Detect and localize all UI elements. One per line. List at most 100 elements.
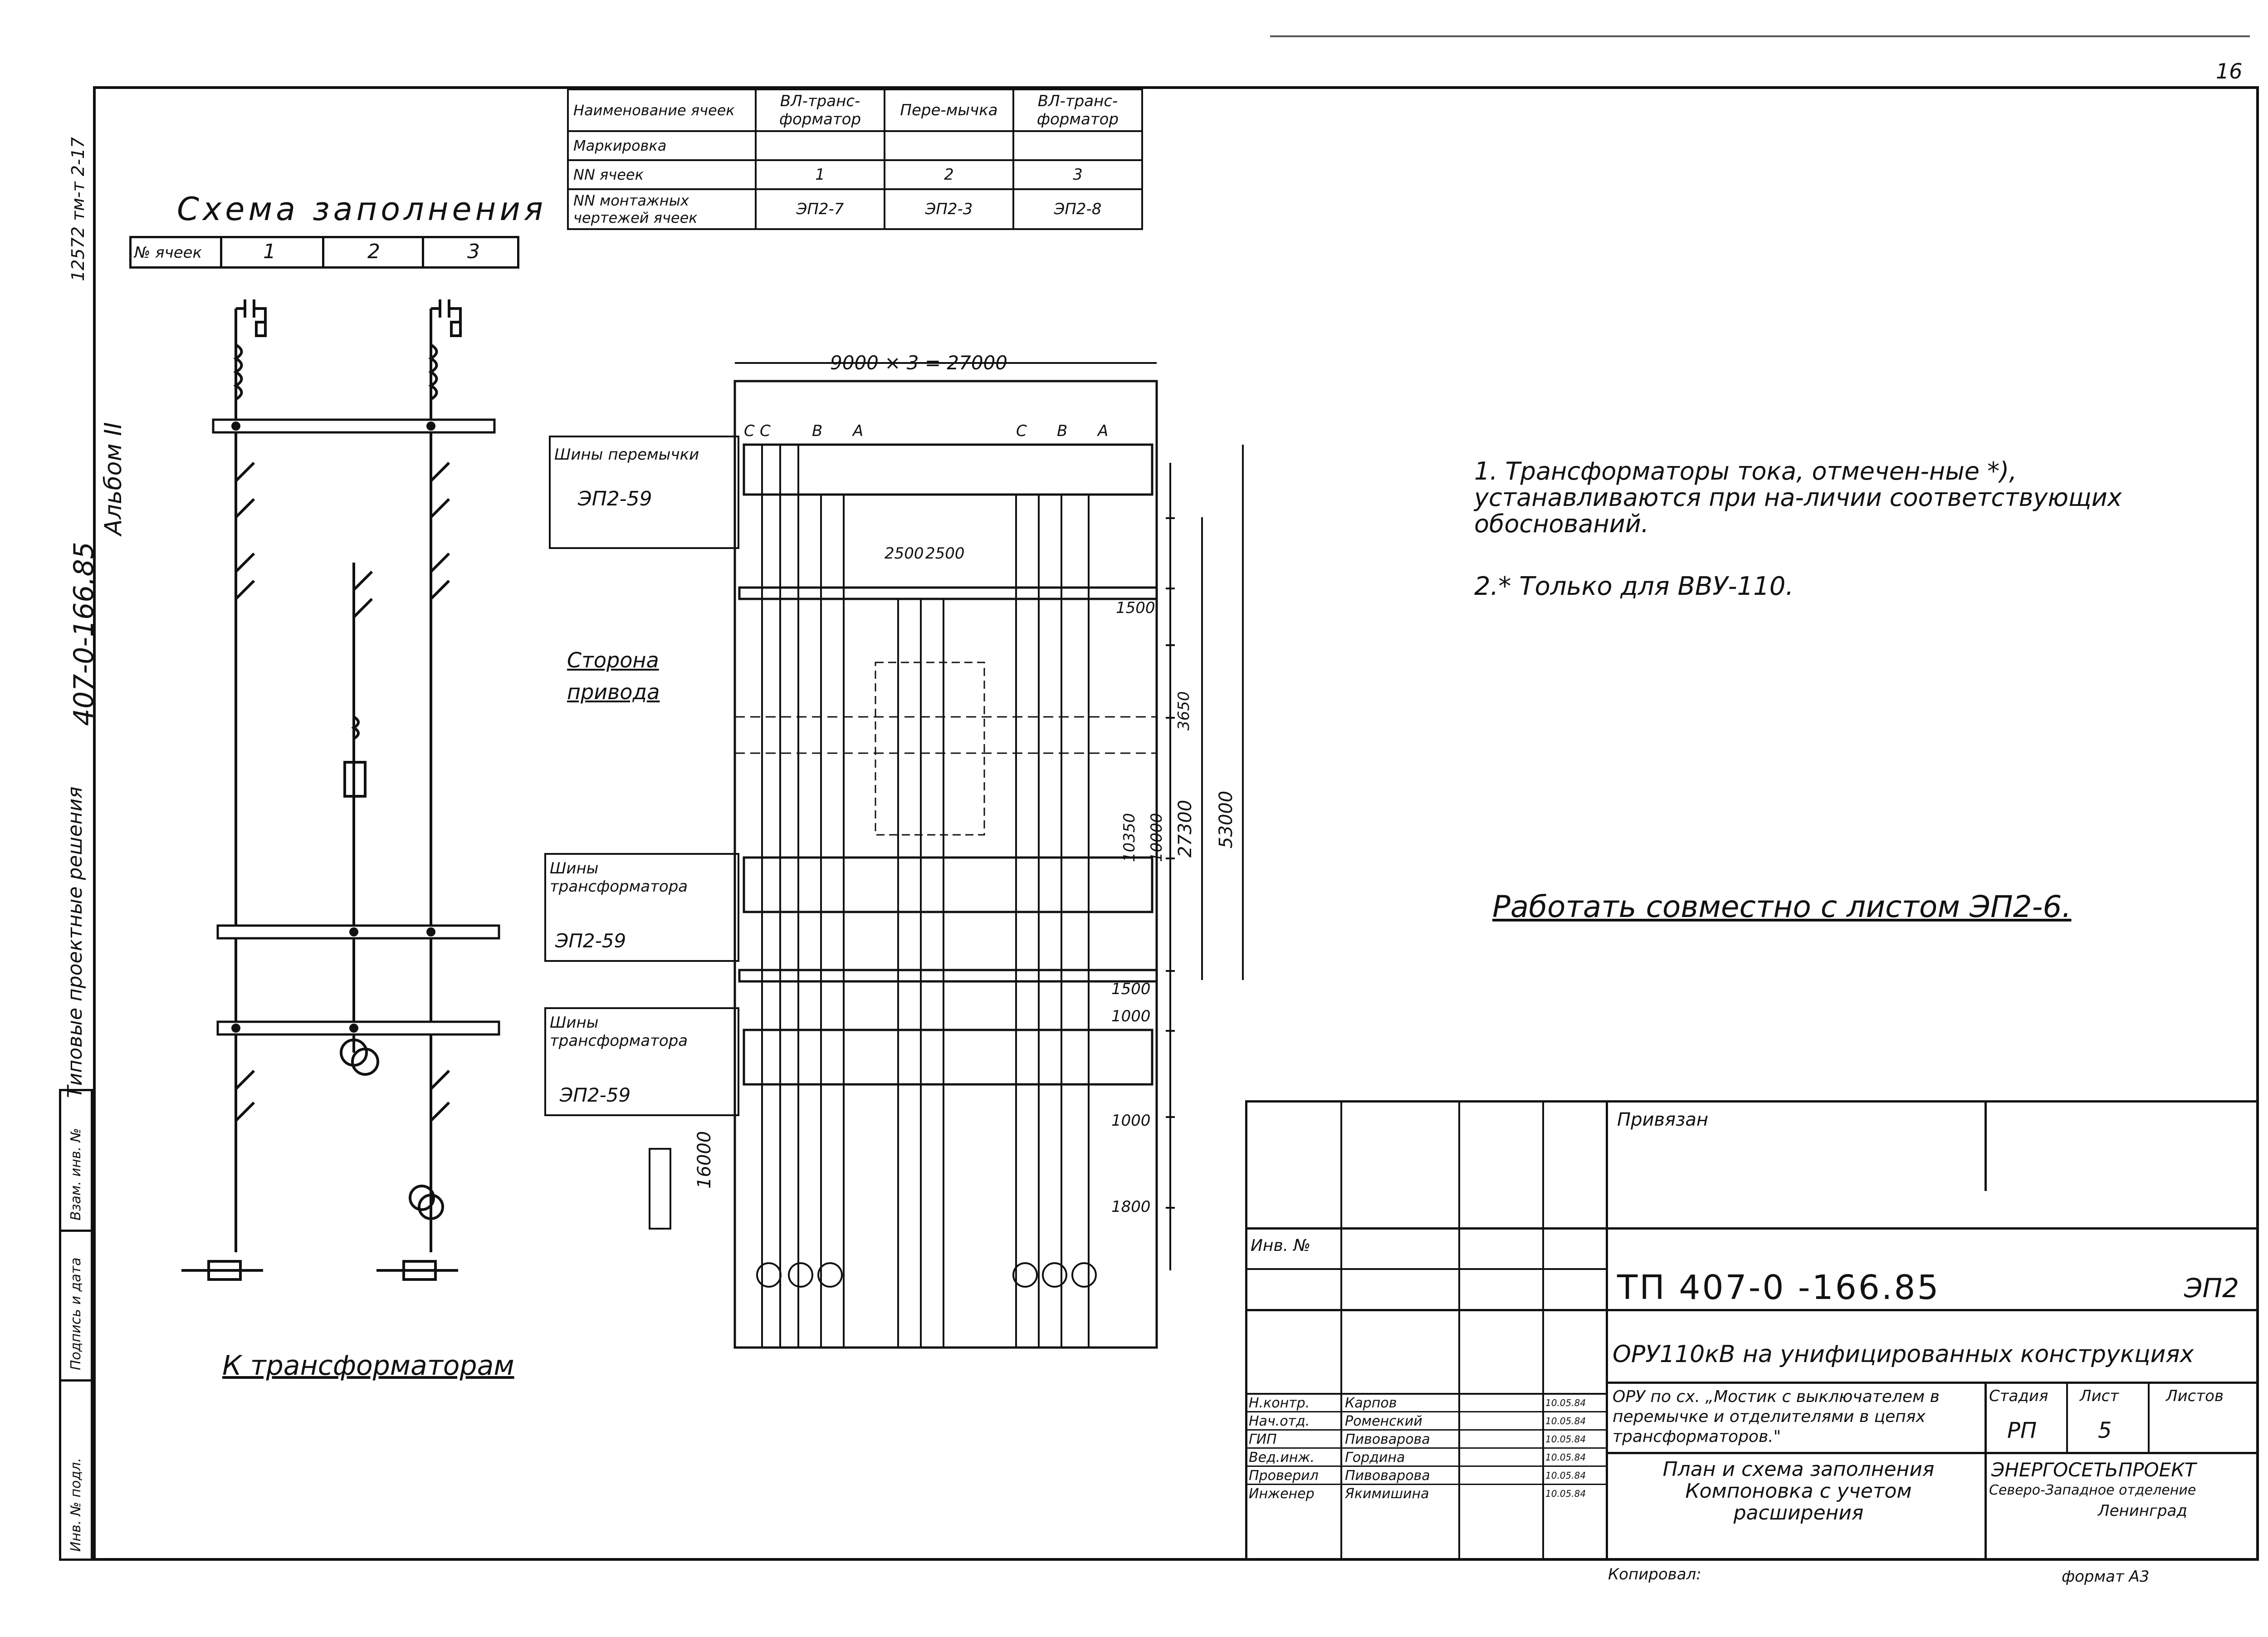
staff-role: Проверил	[1249, 1468, 1319, 1484]
transformer-symbol	[351, 1048, 379, 1076]
inventory-code: 12572 тм-т 2-17	[68, 137, 88, 281]
staff-date: 10.05.84	[1545, 1488, 1586, 1499]
staff-name: Роменский	[1345, 1413, 1422, 1429]
label-ref: ЭП2-59	[578, 487, 652, 510]
tied-to-label: Привязан	[1617, 1109, 1709, 1130]
line-trap-3	[428, 343, 438, 401]
cell-value: 2	[884, 159, 1014, 190]
transformer-symbol	[418, 1194, 444, 1220]
single-line-schematic	[181, 299, 500, 1281]
disconnect-switch	[235, 461, 255, 600]
sheet-number: 16	[2216, 59, 2243, 83]
cell-value: Пере-мычка	[884, 88, 1014, 132]
transformer-symbol	[409, 1185, 435, 1211]
copied-label: Копировал:	[1608, 1565, 1701, 1583]
sheets-label: Листов	[2166, 1387, 2224, 1405]
sheet-value: 5	[2098, 1418, 2112, 1443]
cell-value	[884, 130, 1014, 161]
earth-switch-1	[236, 299, 267, 337]
dim-right: 10000	[1148, 813, 1166, 862]
staff-role: Инженер	[1249, 1486, 1315, 1502]
table-row: Наименование ячеек ВЛ-транс-форматор Пер…	[567, 88, 1143, 132]
doc-code: ТП 407-0 -166.85	[1617, 1268, 1941, 1307]
dashed-zone	[875, 662, 985, 836]
disconnect-switch	[430, 461, 450, 600]
arrow-to-transformer-1	[181, 1260, 263, 1281]
cell-table: Наименование ячеек ВЛ-транс-форматор Пер…	[567, 88, 1143, 230]
dim-right: 10350	[1120, 813, 1139, 862]
layout-plan	[733, 362, 1244, 1349]
stamp-replaced-label: Взам. инв. №	[68, 1128, 84, 1220]
cell-value: ВЛ-транс-форматор	[1012, 88, 1143, 132]
ct-symbol	[351, 716, 360, 740]
top-rule	[1270, 35, 2250, 37]
drawing-title: План и схема заполнения Компоновка с уче…	[1662, 1458, 1935, 1524]
earth-switch-3	[431, 299, 462, 337]
cell-value: ВЛ-транс-форматор	[755, 88, 885, 132]
phase-letter: С	[760, 422, 771, 440]
phase-letter: В	[812, 422, 823, 440]
dim-right: 1000	[1111, 1112, 1151, 1130]
staff-role: Вед.инж.	[1249, 1450, 1315, 1465]
phase-letter: А	[853, 422, 864, 440]
stamp-divider-1	[59, 1230, 93, 1232]
row-label: Маркировка	[567, 130, 757, 161]
to-transformers-label: К трансформаторам	[222, 1350, 514, 1382]
dim-right: 3650	[1175, 691, 1193, 730]
label-title: Шины трансформатора	[550, 859, 688, 896]
phase-letter: А	[1098, 422, 1109, 440]
disconnect-switch	[235, 1069, 255, 1122]
left-margin-strip	[59, 1089, 93, 1561]
staff-role: Н.контр.	[1249, 1395, 1310, 1411]
label-transformer-bus-1: Шины трансформатора ЭП2-59	[544, 853, 739, 962]
staff-date: 10.05.84	[1545, 1470, 1586, 1481]
row-label: Наименование ячеек	[567, 88, 757, 132]
staff-name: Пивоварова	[1345, 1468, 1430, 1484]
staff-role: ГИП	[1249, 1431, 1277, 1447]
table-row: NN ячеек 1 2 3	[567, 159, 1143, 190]
disconnect-switch	[430, 1069, 450, 1122]
sheet-label: Лист	[2080, 1387, 2119, 1405]
table-row: Маркировка	[567, 130, 1143, 161]
org-branch: Северо-Западное отделение	[1989, 1482, 2196, 1498]
table-row: NN монтажных чертежей ячеек ЭП2-7 ЭП2-3 …	[567, 188, 1143, 230]
transformer-bus-housing-1	[743, 856, 1154, 913]
bridge-bus-housing	[743, 443, 1154, 496]
city: Ленинград	[2098, 1502, 2187, 1520]
row-label: NN ячеек	[567, 159, 757, 190]
stamp-inv-label: Инв. № подл.	[68, 1458, 84, 1552]
phase-letter: В	[1057, 422, 1068, 440]
plan-outline	[733, 380, 1158, 1349]
album-label: Альбом II	[100, 422, 127, 535]
work-note: Работать совместно с листом ЭП2-6.	[1492, 889, 2072, 924]
sheet-code: ЭП2	[2184, 1273, 2239, 1304]
project-title: ОРУ110кВ на унифицированных конструкциях	[1613, 1341, 2194, 1368]
staff-date: 10.05.84	[1545, 1452, 1586, 1463]
label-transformer-bus-2: Шины трансформатора ЭП2-59	[544, 1007, 739, 1116]
disconnect-switch	[352, 570, 373, 618]
row-label: NN монтажных чертежей ячеек	[567, 188, 757, 230]
busbar-top	[212, 418, 496, 434]
cell-value	[755, 130, 885, 161]
label-drive-side: Сторона привода	[567, 648, 660, 704]
width-dimension: 9000 × 3 = 27000	[830, 352, 1008, 374]
transformer-bus-housing-2	[743, 1029, 1154, 1086]
drawing-frame	[93, 86, 2259, 1561]
cell-value: 1	[755, 159, 885, 190]
staff-date: 10.05.84	[1545, 1397, 1586, 1408]
fill-scheme-row: № ячеек 1 2 3	[129, 236, 519, 269]
phase-letter: С	[1016, 422, 1027, 440]
cell-value: ЭП2-3	[884, 188, 1014, 230]
stamp-signature-label: Подпись и дата	[68, 1257, 84, 1371]
label-bridge-bus: Шины перемычки ЭП2-59	[549, 436, 739, 549]
label-ref: ЭП2-59	[555, 930, 626, 952]
note-1: 1. Трансформаторы тока, отмечен-ные *), …	[1474, 457, 2122, 538]
arrow-to-transformer-3	[376, 1260, 458, 1281]
cell-value	[1012, 130, 1143, 161]
label-ref: ЭП2-59	[560, 1084, 631, 1106]
series-label: Типовые проектные решения	[64, 786, 87, 1098]
note-2: 2.* Только для ВВУ-110.	[1474, 572, 1794, 601]
dim-right: 53000	[1216, 790, 1237, 848]
fill-scheme-sep	[220, 238, 222, 266]
dim-right: 1500	[1111, 980, 1151, 998]
